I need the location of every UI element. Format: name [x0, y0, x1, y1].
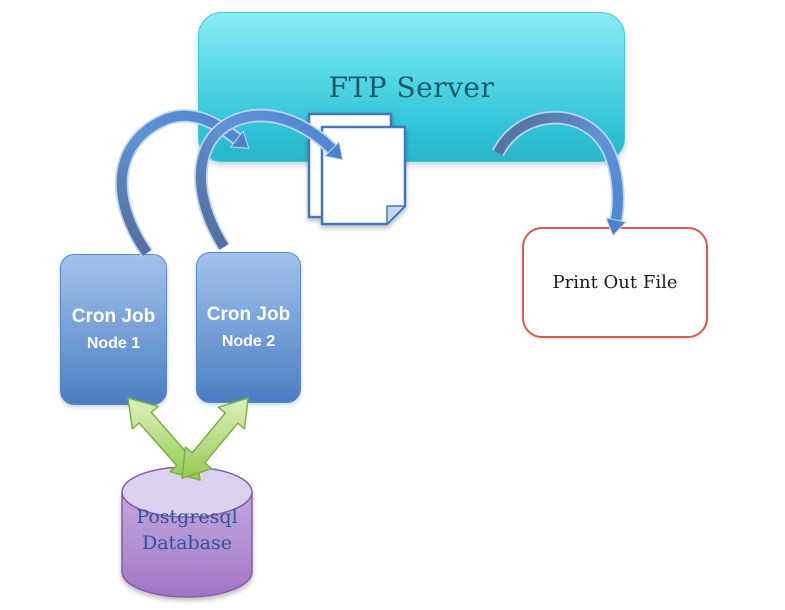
- database-label-line2: Database: [141, 531, 232, 554]
- blue-arrow-cron1-to-ftp: [115, 109, 250, 257]
- node-ftp-server: FTP Server: [198, 12, 625, 162]
- ftp-server-label: FTP Server: [328, 70, 495, 104]
- database-label-line1: Postgresql: [136, 506, 238, 528]
- green-double-arrow-node2-db: [181, 397, 249, 479]
- node-cron-job-1: Cron Job Node 1: [60, 254, 167, 405]
- print-out-file-label: Print Out File: [552, 272, 678, 293]
- database-cylinder-icon: [121, 466, 253, 598]
- document-folded-corner: [386, 205, 406, 225]
- cron-job-2-sublabel: Node 2: [221, 333, 276, 351]
- blue-arrow-cron2-to-documents: [194, 108, 344, 251]
- blue-arrow-ftp-to-print: [491, 110, 627, 237]
- node-print-out-file: Print Out File: [522, 227, 708, 338]
- database-label: Postgresql Database: [120, 505, 254, 556]
- cron-job-1-sublabel: Node 1: [86, 335, 141, 353]
- node-cron-job-2: Cron Job Node 2: [196, 252, 301, 403]
- documents-icon: [307, 112, 407, 226]
- cron-job-2-label: Cron Job: [206, 303, 291, 325]
- cron-job-1-label: Cron Job: [71, 305, 156, 327]
- green-double-arrow-node1-db: [127, 397, 201, 481]
